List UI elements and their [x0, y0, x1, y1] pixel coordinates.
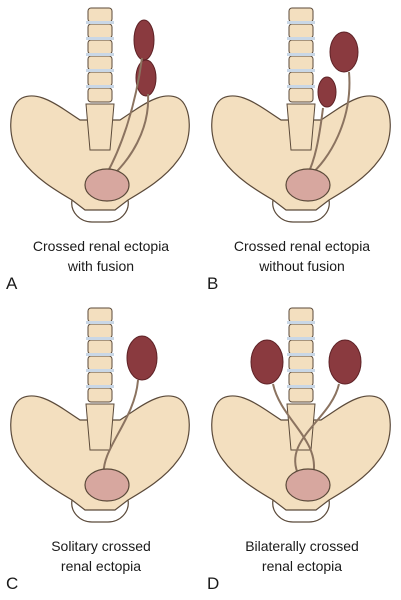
caption-c-line2: renal ectopia — [60, 558, 142, 574]
spine — [85, 7, 115, 151]
panel-c: Solitary crossed renal ectopia C — [0, 300, 200, 600]
bladder — [84, 168, 130, 202]
spine — [286, 7, 316, 151]
label-b: B — [207, 274, 219, 293]
bladder — [285, 168, 331, 202]
label-c: C — [6, 574, 19, 593]
caption-a-line1: Crossed renal ectopia — [32, 238, 170, 254]
panel-b: Crossed renal ectopia without fusion B — [201, 0, 401, 300]
caption-a: Crossed renal ectopia with fusion — [8, 236, 194, 276]
caption-a-line2: with fusion — [67, 258, 135, 274]
label-a: A — [6, 274, 18, 293]
illustration-bilaterally-crossed — [211, 307, 391, 523]
panel-d: Bilaterally crossed renal ectopia D — [201, 300, 401, 600]
kidneys-bilateral — [250, 339, 362, 385]
ureters-crossing — [272, 383, 340, 477]
bladder — [84, 468, 130, 502]
ureter — [102, 379, 139, 477]
illustration-crossed-fused — [10, 7, 190, 223]
caption-b: Crossed renal ectopia without fusion — [209, 236, 395, 276]
kidneys-separate — [317, 31, 359, 108]
caption-d-line2: renal ectopia — [261, 558, 343, 574]
kidney-solitary — [126, 335, 158, 381]
caption-b-line2: without fusion — [259, 258, 345, 274]
caption-d: Bilaterally crossed renal ectopia — [209, 536, 395, 576]
illustration-crossed-unfused — [211, 7, 391, 223]
caption-b-line1: Crossed renal ectopia — [233, 238, 371, 254]
caption-c: Solitary crossed renal ectopia — [8, 536, 194, 576]
bladder — [285, 468, 331, 502]
label-d: D — [207, 574, 220, 593]
spine — [85, 307, 115, 451]
caption-c-line1: Solitary crossed — [51, 538, 151, 554]
panel-a: Crossed renal ectopia with fusion A — [0, 0, 200, 300]
caption-d-line1: Bilaterally crossed — [245, 538, 359, 554]
illustration-solitary-crossed — [10, 307, 190, 523]
